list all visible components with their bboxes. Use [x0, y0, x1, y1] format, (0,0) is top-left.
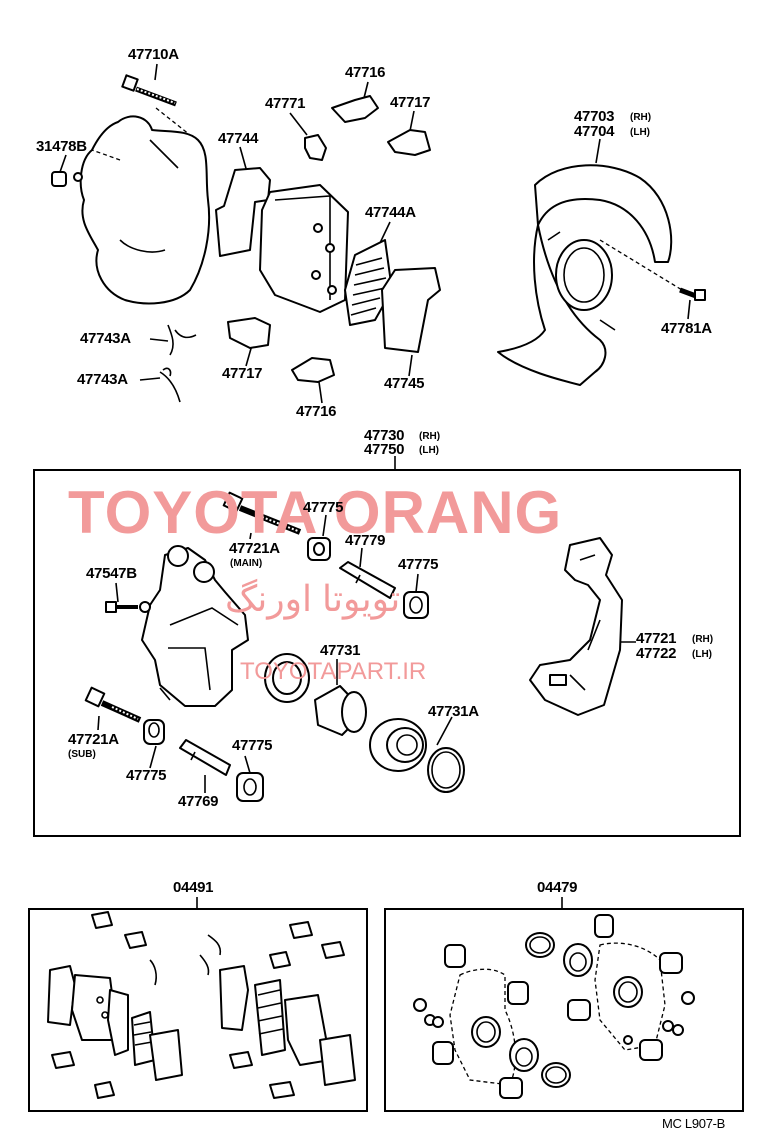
caliper-mounting-bracket [529, 537, 623, 716]
part-label-47743A-lower: 47743A [77, 371, 128, 388]
kit-label-04479: 04479 [537, 879, 578, 896]
pad-main [259, 184, 349, 313]
part-label-47721A-sub: 47721A [68, 731, 119, 748]
assembly-box-47730 [33, 469, 741, 837]
part-label-47721A-main: 47721A [229, 540, 280, 557]
clip-47717-top [387, 129, 431, 156]
part-label-47775-d: 47775 [232, 737, 273, 754]
bleeder-47547B [105, 601, 151, 613]
part-label-47769: 47769 [178, 793, 219, 810]
clip-47716-bottom [291, 357, 335, 383]
part-label-47731: 47731 [320, 642, 361, 659]
pin-47769 [179, 739, 231, 776]
watermark-brand-fa: تویوتا اورنگ [225, 578, 401, 619]
part-label-47775-a: 47775 [303, 499, 344, 516]
bolt-47721A-main [222, 491, 302, 535]
kit-box-04479 [384, 908, 744, 1112]
part-note-47750: (LH) [419, 445, 439, 456]
bushing-47775-d [236, 772, 264, 802]
part-label-47721: 47721 [636, 630, 677, 647]
part-label-31478B: 31478B [36, 138, 87, 155]
part-note-47721A-sub: (SUB) [68, 749, 96, 760]
part-label-47779: 47779 [345, 532, 386, 549]
part-label-47750: 47750 [364, 441, 405, 458]
part-label-47716-top: 47716 [345, 64, 386, 81]
watermark-brand: TOYOTA ORANG [68, 479, 563, 546]
part-label-47730: 47730 [364, 427, 405, 444]
part-label-47771: 47771 [265, 95, 306, 112]
reference-code: MC L907-B [662, 1116, 726, 1131]
kit-label-04491: 04491 [173, 879, 214, 896]
bushing-47775-a [307, 537, 331, 561]
part-label-47716-bottom: 47716 [296, 403, 337, 420]
kit-box-04491 [28, 908, 368, 1112]
cap-31478B [51, 171, 83, 187]
boot-47731A [369, 718, 465, 793]
kit-04491-contents [47, 911, 356, 1099]
part-label-47717-bottom: 47717 [222, 365, 263, 382]
part-label-47704: 47704 [574, 123, 615, 140]
clip-47771 [304, 134, 327, 161]
bolt-47710A [121, 74, 177, 107]
part-label-47722: 47722 [636, 645, 677, 662]
part-label-47743A-upper: 47743A [80, 330, 131, 347]
shim-47744A [344, 239, 393, 326]
disc-dust-cover [497, 164, 683, 386]
caliper-body [141, 545, 249, 707]
bolt-47781A [679, 287, 706, 301]
shim-47745 [381, 267, 441, 353]
shim-47744 [215, 167, 271, 257]
caliper-outline-top [79, 107, 211, 305]
part-label-47717-top: 47717 [390, 94, 431, 111]
bushing-47775-b [403, 591, 429, 619]
bolt-47721A-sub [84, 686, 142, 723]
part-note-47730: (RH) [419, 431, 441, 442]
clip-47716-top [331, 95, 379, 123]
part-note-47703: (RH) [630, 112, 652, 123]
part-note-47721A-main: (MAIN) [230, 558, 263, 569]
part-label-47745: 47745 [384, 375, 425, 392]
part-label-47710A: 47710A [128, 46, 179, 63]
part-note-47722: (LH) [692, 649, 712, 660]
seal-47731 [264, 653, 310, 703]
part-note-47704: (LH) [630, 127, 650, 138]
part-label-47703: 47703 [574, 108, 615, 125]
part-label-47731A: 47731A [428, 703, 479, 720]
clip-47717-bottom [227, 317, 271, 349]
kit-04479-contents [413, 914, 695, 1099]
pin-47779 [339, 561, 396, 599]
spring-47743A [159, 324, 197, 403]
watermark-site: TOYOTAPART.IR [240, 658, 427, 685]
part-note-47721: (RH) [692, 634, 714, 645]
part-label-47775-c: 47775 [126, 767, 167, 784]
part-label-47744: 47744 [218, 130, 259, 147]
part-label-47744A: 47744A [365, 204, 416, 221]
part-label-47547B: 47547B [86, 565, 137, 582]
part-label-47781A: 47781A [661, 320, 712, 337]
part-label-47775-b: 47775 [398, 556, 439, 573]
piston [314, 685, 367, 736]
bushing-47775-c [143, 719, 165, 745]
